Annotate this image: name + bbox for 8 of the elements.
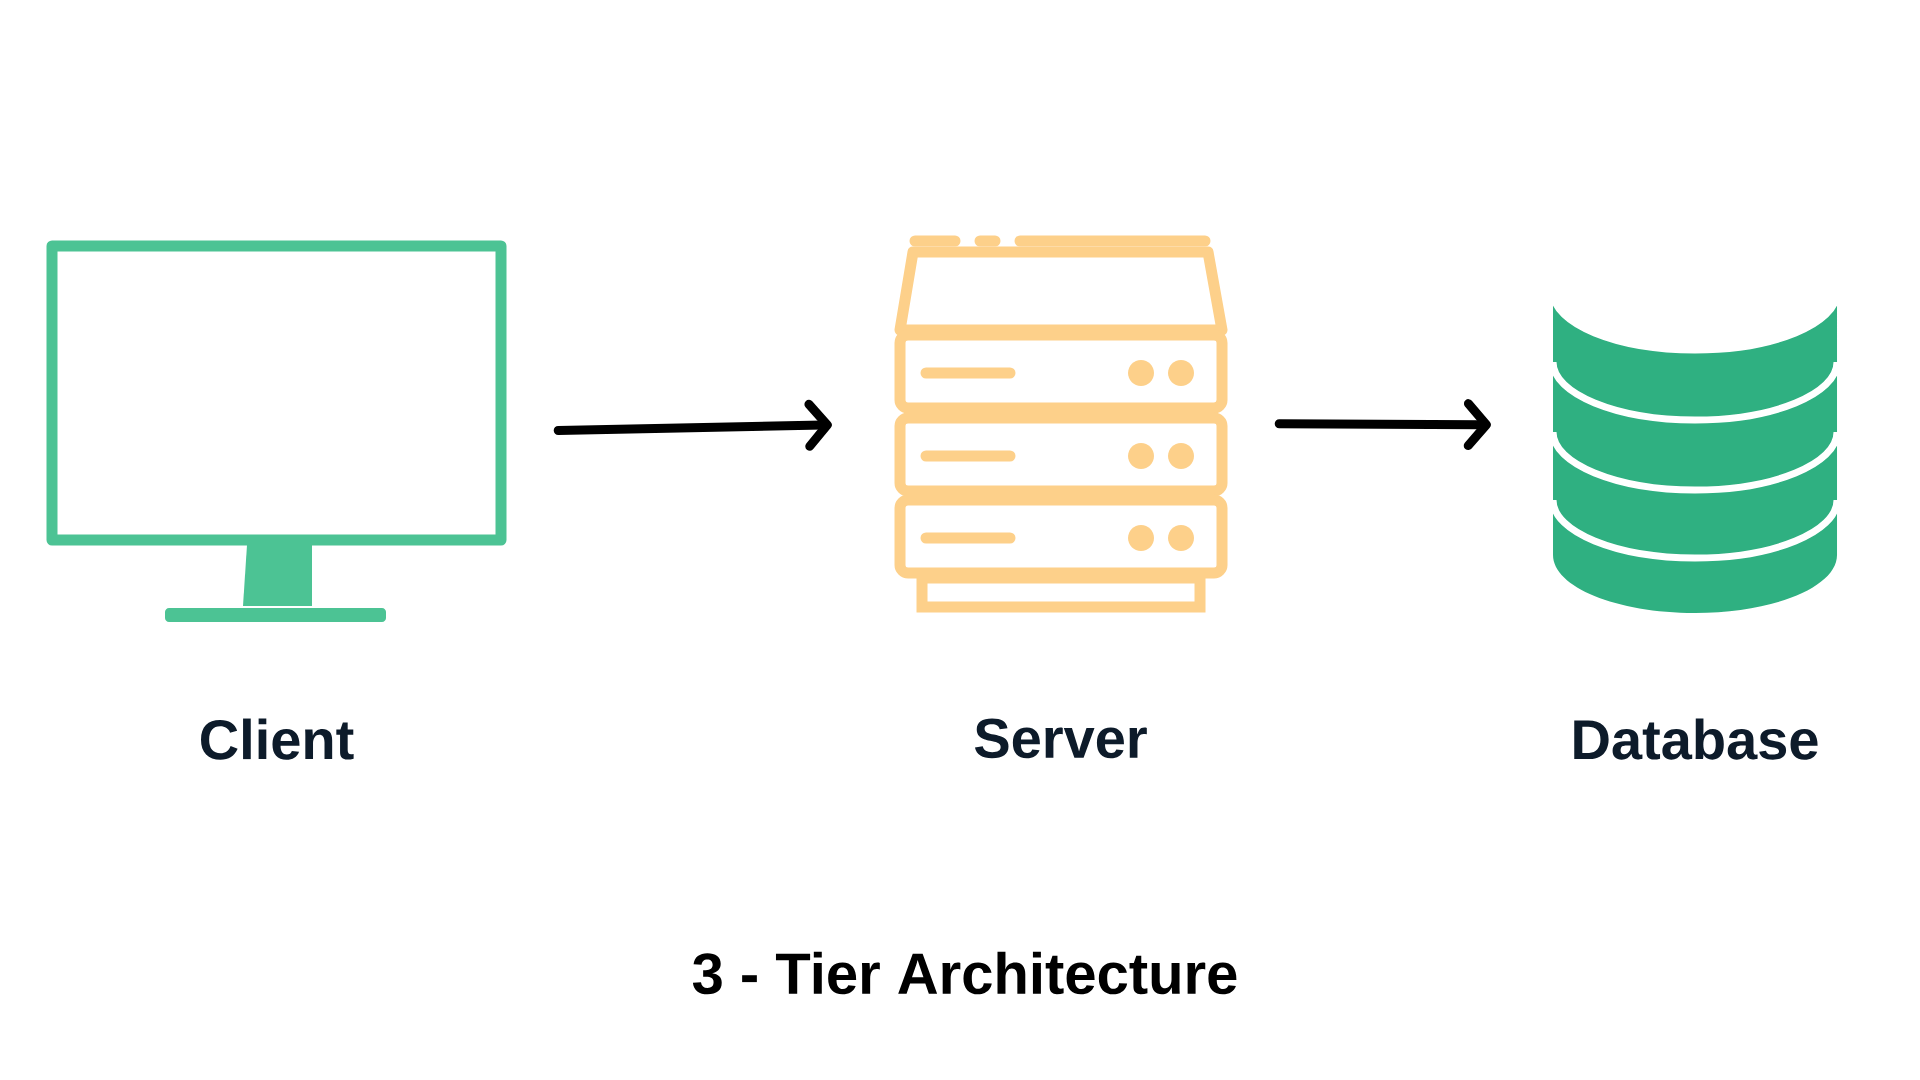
- icon-label: Server: [974, 718, 1147, 759]
- arrow: [1274, 399, 1491, 451]
- monitor-drawing: [46, 240, 507, 622]
- caption: 3 - Tier Architecture: [692, 951, 1237, 995]
- icon-label: Client: [201, 718, 354, 760]
- server-drawing: [894, 235, 1228, 613]
- arrow: [553, 399, 832, 451]
- icon-label: Database: [1574, 718, 1818, 760]
